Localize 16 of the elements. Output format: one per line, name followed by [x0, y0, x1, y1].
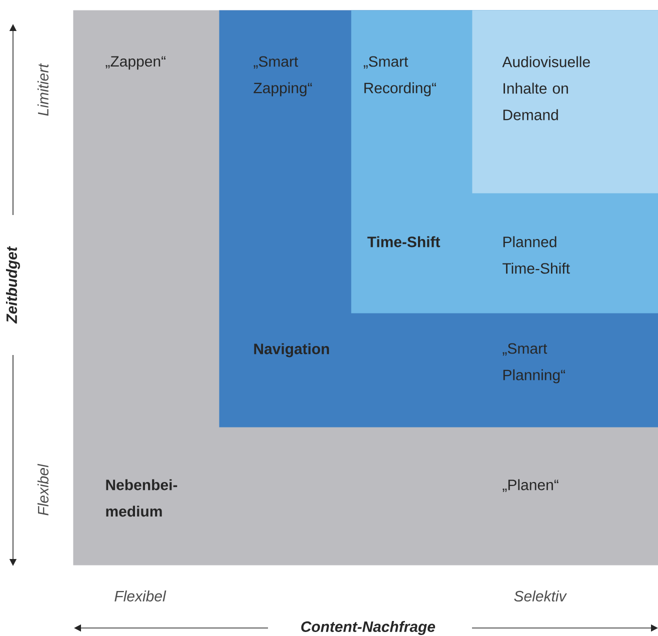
region-text: Nebenbei- medium [106, 479, 178, 517]
region-text: Navigation [254, 343, 329, 358]
axis-label: Flexibel [38, 464, 48, 516]
region-text: „Smart Zapping“ [254, 56, 312, 96]
region-text: „Smart Planning“ [502, 343, 565, 384]
axis-label: Flexibel [114, 590, 166, 602]
region-text: „Zappen“ [106, 56, 166, 70]
region-text: „Smart Recording“ [364, 56, 436, 96]
region-text: Planned Time-Shift [502, 236, 570, 274]
axis-label: Limitiert [38, 63, 48, 116]
axis-title: Zeitbudget [6, 246, 20, 324]
region-text: „Planen“ [502, 479, 558, 492]
axis-label: Selektiv [514, 590, 567, 602]
region-text: Time-Shift [367, 236, 440, 248]
region-text: Audiovisuelle Inhalte on Demand [502, 56, 590, 120]
axis-title: Content-Nachfrage [301, 621, 436, 635]
